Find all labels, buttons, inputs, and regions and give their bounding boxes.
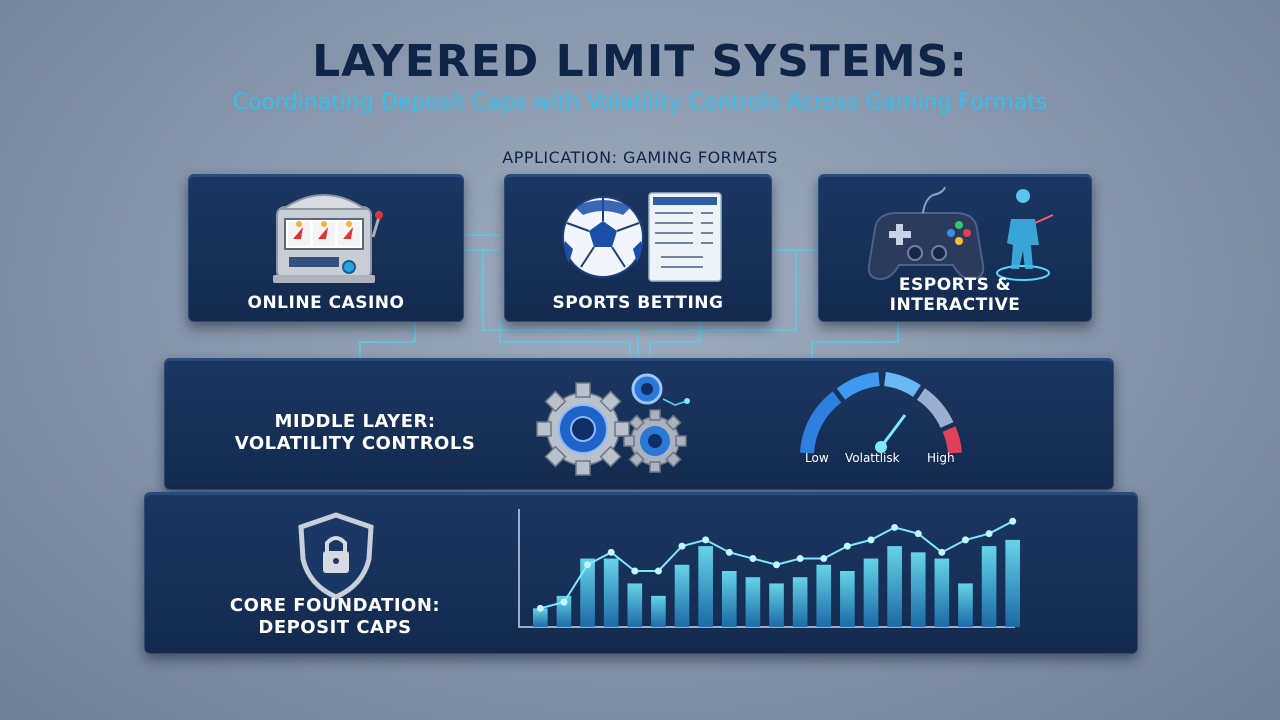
chart-bar [792, 577, 808, 627]
chart-point [985, 530, 993, 538]
chart-bar [580, 558, 595, 627]
chart-bar [1005, 539, 1021, 627]
chart-point [891, 523, 899, 531]
chart-point [560, 598, 568, 606]
gauge-label-high: High [927, 451, 955, 465]
card-label-online-casino: ONLINE CASINO [247, 293, 405, 313]
chart-point [702, 536, 710, 544]
gauge-label-low: Low [805, 451, 829, 465]
gears-icon [536, 373, 690, 476]
chart-bar [603, 558, 619, 627]
chart-point [938, 548, 946, 556]
card-label-esports-line1: ESPORTS & [898, 275, 1012, 295]
middle-layer-panel[interactable]: MIDDLE LAYER: VOLATILITY CONTROLS [164, 358, 1114, 490]
chart-bar [863, 558, 879, 627]
middle-layer-label-line1: MIDDLE LAYER: [274, 411, 436, 432]
chart-bar [651, 595, 666, 627]
chart-bar [698, 546, 713, 627]
card-label-sports-betting: SPORTS BETTING [552, 293, 724, 313]
page-subtitle: Coordinating Deposit Caps with Volatilit… [232, 90, 1048, 115]
chart-point [961, 536, 969, 544]
chart-point [584, 561, 592, 569]
chart-bar [721, 571, 737, 627]
chart-bar [745, 577, 761, 627]
chart-bar [840, 571, 855, 627]
chart-point [607, 548, 615, 556]
middle-layer-label-line2: VOLATILITY CONTROLS [234, 433, 476, 454]
core-layer-label-line2: DEPOSIT CAPS [258, 617, 412, 638]
shield-lock-icon [298, 512, 374, 600]
chart-point [914, 530, 922, 538]
gauge-label-mid: Volattlisk [845, 451, 900, 465]
chart-point [678, 542, 686, 550]
chart-point [843, 542, 851, 550]
chart-point [820, 555, 828, 563]
chart-bar [533, 608, 548, 627]
core-foundation-panel[interactable]: CORE FOUNDATION: DEPOSIT CAPS [144, 492, 1138, 654]
chart-point [631, 567, 639, 575]
card-esports-interactive[interactable]: ESPORTS & INTERACTIVE [818, 174, 1092, 322]
chart-point [654, 567, 662, 575]
core-layer-label-line1: CORE FOUNDATION: [229, 595, 441, 616]
slot-machine-icon [273, 194, 383, 283]
chart-point [1009, 517, 1017, 525]
chart-bar [674, 564, 690, 627]
soccer-ball-icon [562, 192, 722, 282]
volatility-gauge-icon [800, 372, 962, 454]
chart-point [749, 555, 757, 563]
chart-bar [627, 583, 643, 627]
chart-point [773, 561, 781, 569]
gamepad-icon [867, 186, 1054, 281]
chart-point [867, 536, 875, 544]
chart-bar [934, 558, 950, 627]
chart-point [725, 548, 733, 556]
chart-bar [910, 552, 926, 627]
chart-point [536, 604, 544, 612]
chart-bar [769, 583, 784, 627]
card-sports-betting[interactable]: SPORTS BETTING [504, 174, 772, 322]
chart-bar [887, 546, 902, 627]
page-title: LAYERED LIMIT SYSTEMS: [312, 36, 968, 87]
card-label-esports-line2: INTERACTIVE [889, 295, 1021, 315]
chart-bar [816, 564, 832, 627]
chart-bar [981, 546, 997, 627]
chart-point [796, 555, 804, 563]
chart-bar [958, 583, 973, 627]
card-online-casino[interactable]: ONLINE CASINO [188, 174, 464, 322]
deposit-chart [518, 509, 1021, 628]
section-label-formats: APPLICATION: GAMING FORMATS [502, 148, 778, 167]
